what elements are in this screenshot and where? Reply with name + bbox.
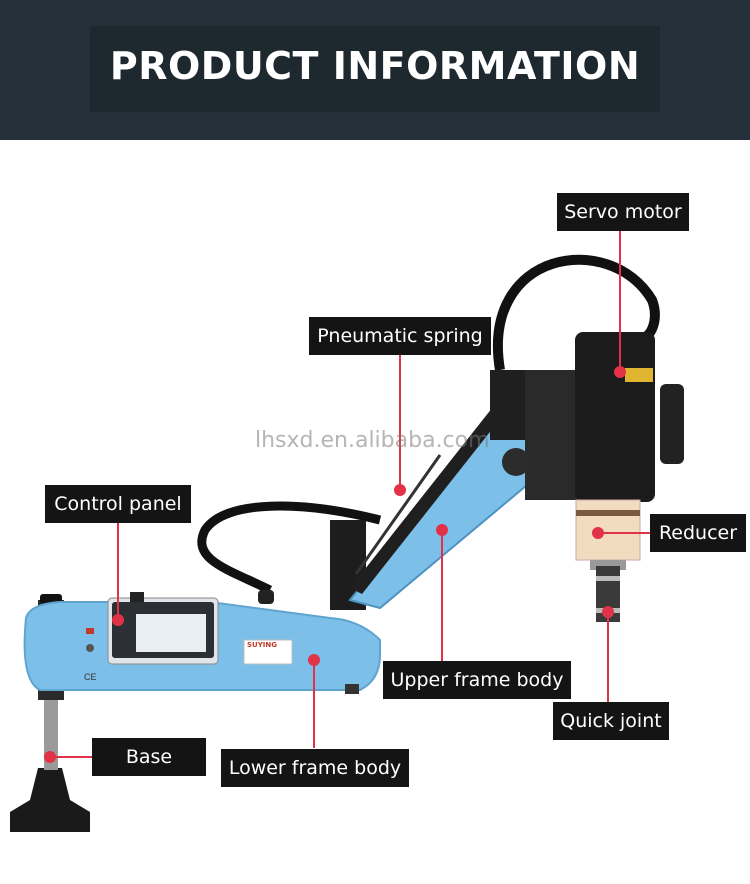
pneumatic-spring-rod — [354, 454, 442, 575]
header-banner: PRODUCT INFORMATION — [0, 0, 750, 140]
spindle-collar — [590, 560, 626, 570]
leader-lines — [50, 230, 650, 758]
cable-gland — [258, 590, 274, 604]
marker-upper-frame — [436, 524, 448, 536]
marker-base — [44, 751, 56, 763]
brand-plate-text: SUYING — [247, 641, 278, 649]
label-lower-frame-body: Lower frame body — [221, 749, 409, 787]
servo-cable — [493, 254, 660, 371]
marker-servo-motor — [614, 366, 626, 378]
motor-handle — [660, 384, 684, 464]
label-quick-joint: Quick joint — [553, 702, 669, 740]
marker-control-panel — [112, 614, 124, 626]
reducer-band — [576, 510, 640, 516]
panel-cable — [197, 501, 382, 595]
label-pneumatic-spring: Pneumatic spring — [309, 317, 491, 355]
watermark: lhsxd.en.alibaba.com — [255, 428, 490, 453]
page-title: PRODUCT INFORMATION — [109, 44, 641, 88]
marker-lower-frame — [308, 654, 320, 666]
label-servo-motor: Servo motor — [557, 193, 689, 231]
header-panel — [90, 26, 660, 112]
brand-plate — [243, 639, 293, 665]
base-foot — [10, 768, 90, 832]
control-panel-screen — [136, 614, 206, 652]
joint-knob — [502, 448, 530, 476]
indicator-light — [86, 628, 94, 634]
label-control-panel: Control panel — [45, 485, 191, 523]
motor-warning-label — [625, 368, 653, 382]
reducer-body — [575, 499, 641, 561]
marker-dots — [44, 366, 626, 763]
marker-quick-joint — [602, 606, 614, 618]
marker-reducer — [592, 527, 604, 539]
marker-pneumatic-spring — [394, 484, 406, 496]
motor-mount — [525, 370, 580, 500]
label-base: Base — [92, 738, 206, 776]
label-reducer: Reducer — [650, 514, 746, 552]
power-switch — [86, 644, 94, 652]
ce-mark: CE — [84, 672, 97, 682]
base-column — [44, 690, 58, 770]
quick-joint-ring — [596, 576, 620, 581]
upper-frame-rail — [350, 398, 512, 594]
panel-knob — [130, 592, 144, 602]
label-upper-frame-body: Upper frame body — [383, 661, 571, 699]
servo-motor — [575, 332, 655, 502]
lower-pivot-bolt — [345, 684, 359, 694]
